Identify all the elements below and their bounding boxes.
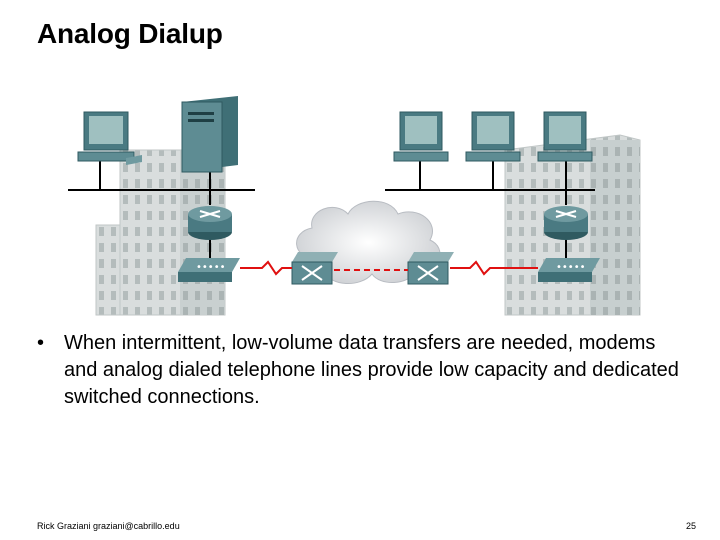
network-diagram: ••••• [68,96,641,316]
serial-link-right [450,260,538,276]
router-icon-left [188,206,232,240]
router-icon-right [544,206,588,240]
server-icon [181,96,238,173]
bullet-icon: • [37,332,45,354]
pc-icon [77,111,142,165]
pc-icon [393,111,449,162]
modem-icon-right: ••••• [538,258,600,282]
svg-text:•••••: ••••• [556,262,586,273]
page-number: 25 [686,521,697,531]
serial-link-left [240,260,292,276]
svg-text:•••••: ••••• [196,262,226,273]
modem-icon-left: ••••• [178,258,240,282]
switch-icon-left [291,252,338,285]
pc-icon [465,111,521,162]
footer-author: Rick Graziani graziani@cabrillo.edu [37,521,180,531]
switch-icon-right [407,252,454,285]
slide-title: Analog Dialup [37,18,223,49]
bullet-text: When intermittent, low-volume data trans… [64,332,679,408]
pc-icon [537,111,593,162]
